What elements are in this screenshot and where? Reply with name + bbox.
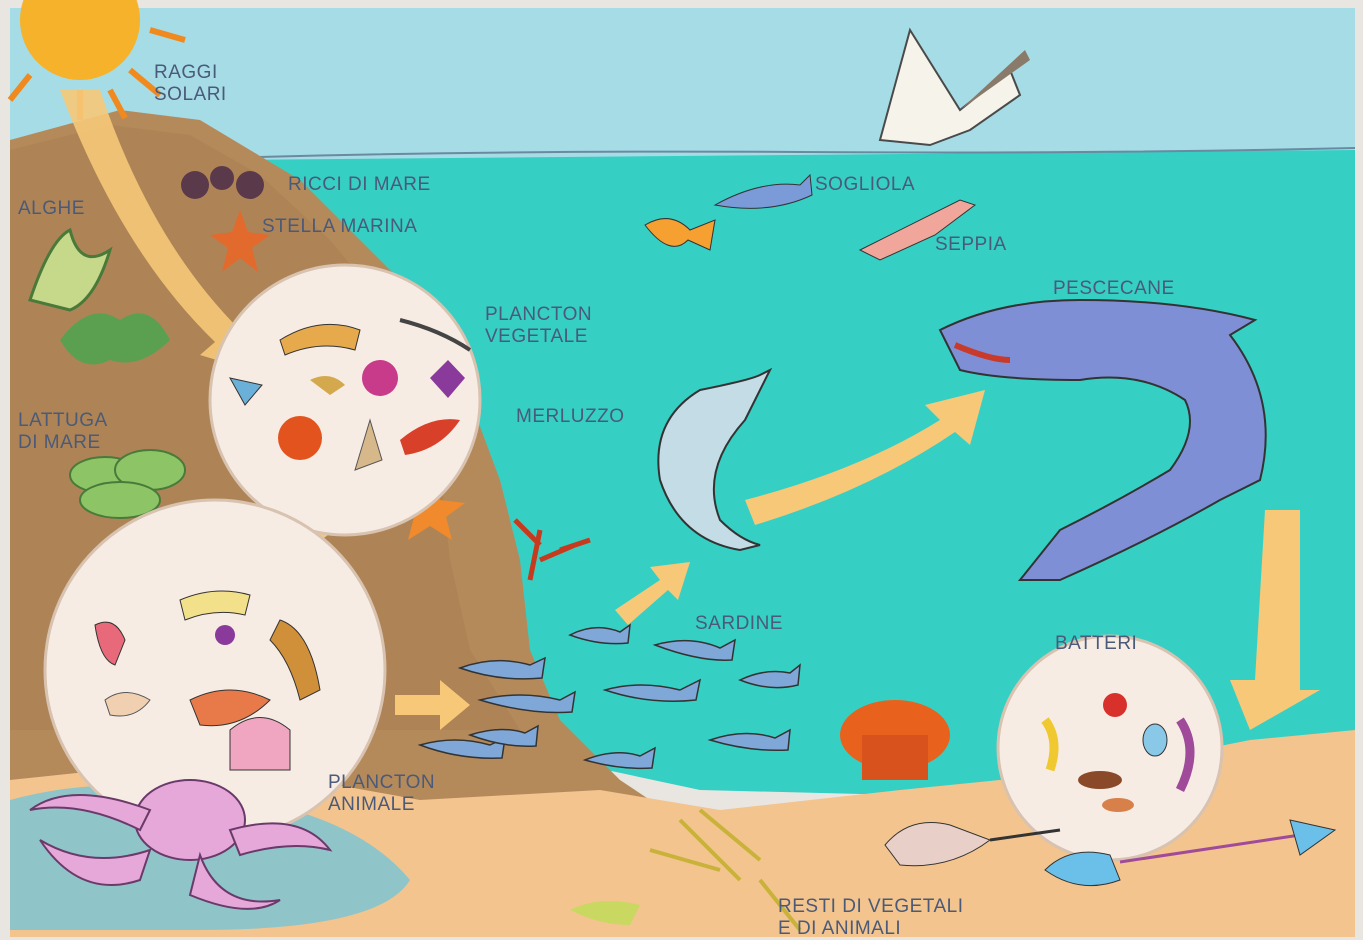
label-sea-lettuce-line-2: DI MARE: [18, 432, 108, 454]
label-algae: ALGHE: [18, 198, 85, 220]
label-animal-plankton: PLANCTON ANIMALE: [328, 772, 435, 816]
label-sardines: SARDINE: [695, 613, 783, 635]
label-animal-plankton-line-1: PLANCTON: [328, 772, 435, 794]
label-sea-lettuce-line-1: LATTUGA: [18, 410, 108, 432]
label-shark: PESCECANE: [1053, 278, 1175, 300]
label-remains-line-1: RESTI DI VEGETALI: [778, 896, 964, 918]
bacteria-circle: [998, 636, 1222, 860]
label-remains: RESTI DI VEGETALI E DI ANIMALI: [778, 896, 964, 940]
label-animal-plankton-line-2: ANIMALE: [328, 794, 435, 816]
label-plant-plankton: PLANCTON VEGETALE: [485, 304, 592, 348]
label-sun-rays: RAGGI SOLARI: [154, 62, 227, 106]
label-cuttlefish: SEPPIA: [935, 234, 1007, 256]
label-sun-rays-line-1: RAGGI: [154, 62, 227, 84]
label-sea-urchins: RICCI DI MARE: [288, 174, 431, 196]
label-cod: MERLUZZO: [516, 406, 625, 428]
plant-plankton-circle: [210, 265, 480, 535]
label-sole: SOGLIOLA: [815, 174, 915, 196]
label-sun-rays-line-2: SOLARI: [154, 84, 227, 106]
label-sea-lettuce: LATTUGA DI MARE: [18, 410, 108, 454]
label-starfish: STELLA MARINA: [262, 216, 417, 238]
label-bacteria: BATTERI: [1055, 633, 1137, 655]
label-plant-plankton-line-1: PLANCTON: [485, 304, 592, 326]
label-plant-plankton-line-2: VEGETALE: [485, 326, 592, 348]
